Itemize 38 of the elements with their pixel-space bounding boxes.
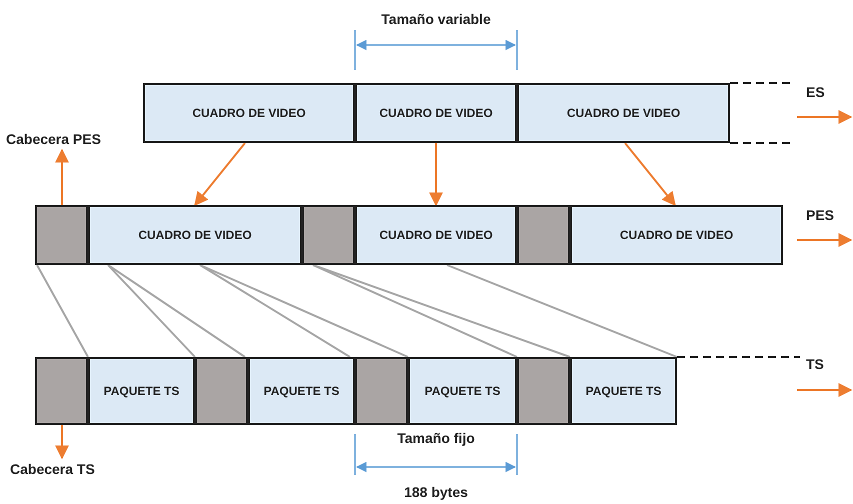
frame-box: CUADRO DE VIDEO bbox=[88, 205, 302, 265]
arrow bbox=[194, 142, 246, 206]
connector-line bbox=[107, 264, 246, 358]
stream-label: ES bbox=[806, 84, 825, 100]
arrow bbox=[429, 143, 443, 206]
connector-line bbox=[312, 264, 518, 358]
frame-box: CUADRO DE VIDEO bbox=[517, 83, 730, 143]
frame-box: CUADRO DE VIDEO bbox=[355, 205, 517, 265]
dimension-label: 188 bytes bbox=[404, 484, 468, 500]
header-block bbox=[195, 357, 248, 425]
header-block bbox=[517, 357, 570, 425]
stream-label: PES bbox=[806, 207, 834, 223]
header-block bbox=[35, 357, 88, 425]
stream-label: TS bbox=[806, 356, 824, 372]
frame-box: CUADRO DE VIDEO bbox=[570, 205, 783, 265]
caption-text: Cabecera PES bbox=[6, 128, 122, 150]
connector-line bbox=[107, 264, 196, 358]
caption-text: Cabecera TS bbox=[10, 458, 122, 480]
frame-box: CUADRO DE VIDEO bbox=[355, 83, 517, 143]
connector-line bbox=[312, 264, 570, 358]
frame-box: CUADRO DE VIDEO bbox=[143, 83, 355, 143]
dimension-label: Tamaño variable bbox=[381, 11, 491, 27]
connector-line bbox=[36, 264, 89, 358]
connector-line bbox=[446, 264, 678, 358]
frame-box: PAQUETE TS bbox=[248, 357, 355, 425]
arrow bbox=[55, 148, 69, 205]
header-block bbox=[35, 205, 88, 265]
connector-line bbox=[200, 264, 408, 358]
arrow bbox=[55, 425, 69, 460]
arrow bbox=[624, 142, 676, 206]
dimension-label: Tamaño fijo bbox=[397, 430, 475, 446]
connector-line bbox=[199, 264, 351, 358]
header-block bbox=[355, 357, 408, 425]
frame-box: PAQUETE TS bbox=[408, 357, 517, 425]
header-block bbox=[517, 205, 570, 265]
header-block bbox=[302, 205, 355, 265]
frame-box: PAQUETE TS bbox=[570, 357, 677, 425]
frame-box: PAQUETE TS bbox=[88, 357, 195, 425]
